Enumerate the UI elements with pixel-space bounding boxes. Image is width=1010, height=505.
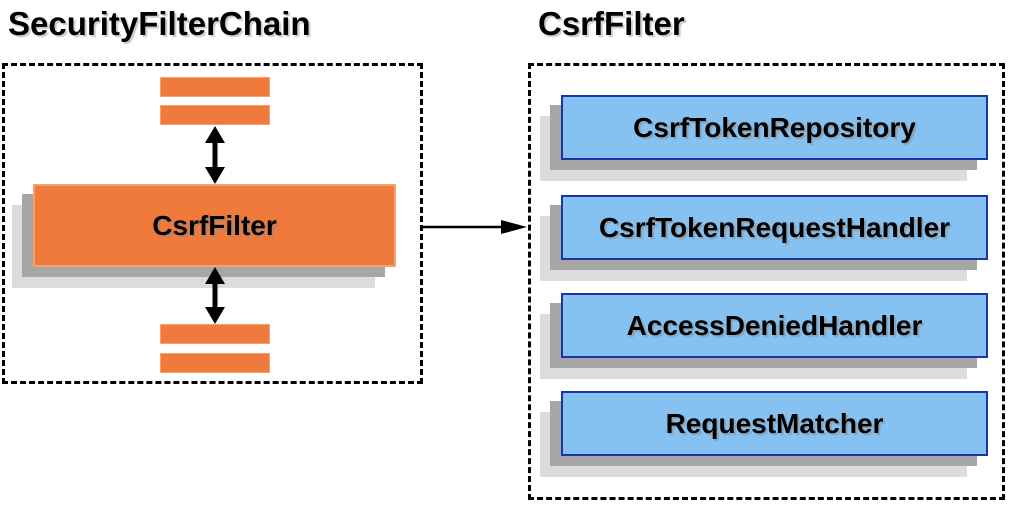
filter-placeholder-bar — [160, 324, 270, 344]
component-label: CsrfTokenRequestHandler — [561, 195, 988, 260]
filter-placeholder-bar — [160, 353, 270, 373]
security-filter-chain-container — [2, 63, 423, 384]
component-label: AccessDeniedHandler — [561, 293, 988, 358]
filter-placeholder-bar — [160, 77, 270, 97]
flow-arrow-icon — [423, 220, 527, 234]
double-arrow-icon — [205, 267, 225, 324]
component-csrf-token-request-handler: CsrfTokenRequestHandler — [540, 195, 988, 281]
component-access-denied-handler: AccessDeniedHandler — [540, 293, 988, 379]
csrf-filter-node-label: CsrfFilter — [33, 184, 396, 267]
security-filter-chain-title: SecurityFilterChain — [8, 5, 311, 42]
csrf-filter-node: CsrfFilter — [12, 184, 396, 288]
component-label: RequestMatcher — [561, 391, 988, 456]
filter-placeholder-bar — [160, 105, 270, 125]
csrf-filter-container — [528, 63, 1005, 500]
component-label: CsrfTokenRepository — [561, 95, 988, 160]
double-arrow-icon — [205, 126, 225, 184]
component-csrf-token-repository: CsrfTokenRepository — [540, 95, 988, 181]
component-request-matcher: RequestMatcher — [540, 391, 988, 477]
csrf-filter-title: CsrfFilter — [538, 5, 685, 42]
